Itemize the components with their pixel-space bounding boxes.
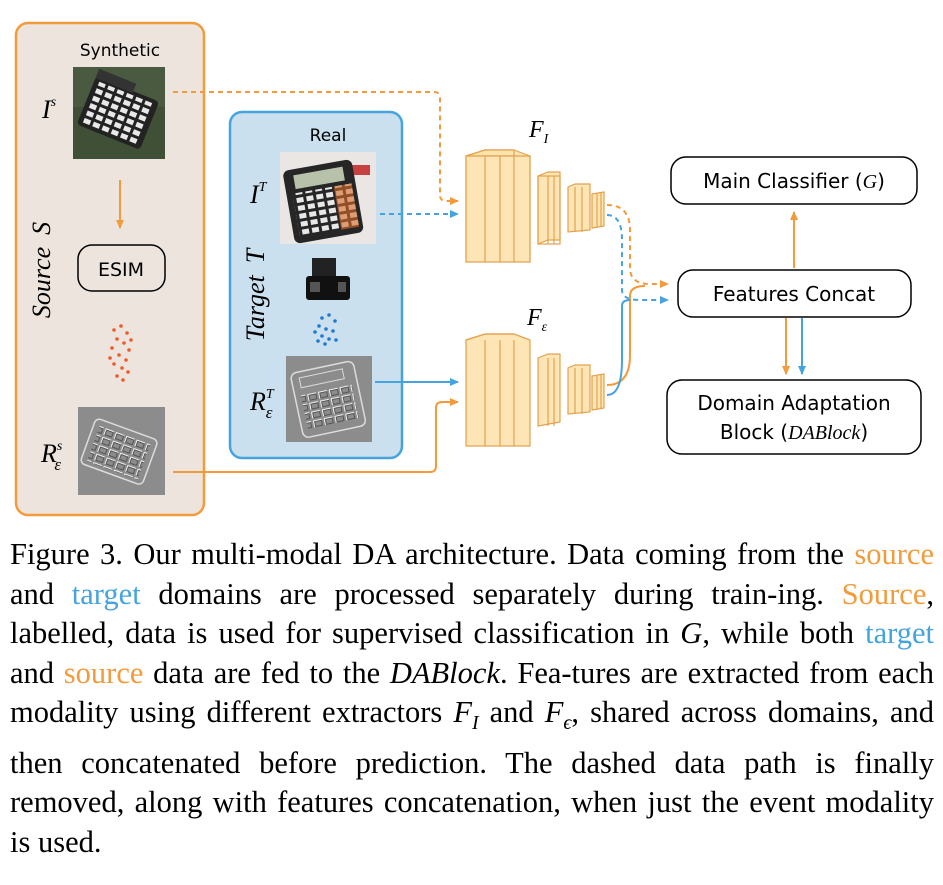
fi-label: FI (528, 117, 550, 147)
architecture-diagram: Synthetic SourceS Is ESIM (14, 21, 922, 517)
caption-text: data are fed to the (143, 655, 390, 690)
features-concat-label: Features Concat (713, 282, 875, 306)
caption-target-word: target (865, 616, 934, 650)
event-edge-image-real (286, 356, 372, 442)
caption-g-symbol: G (680, 616, 703, 650)
target-panel: Real TargetT IT (228, 110, 404, 460)
fe-out-blue (606, 299, 631, 396)
caption-source-word: source (63, 655, 144, 690)
target-title: TargetT (241, 247, 270, 341)
calculator-real-image (280, 152, 376, 244)
dablock-label-line2: Block (DABlock) (720, 420, 868, 444)
main-classifier-label: Main Classifier (G) (703, 169, 885, 193)
caption-text: , labelled, data is used for supervised … (10, 576, 934, 651)
esim-block: ESIM (77, 244, 166, 292)
caption-fig-label: Figure 3. (10, 537, 123, 571)
target-header: Real (310, 126, 347, 146)
source-title: SourceS (27, 222, 56, 318)
caption-source-word: Source (841, 576, 927, 611)
caption-fi-symbol: FI (453, 695, 479, 735)
caption-text: and (10, 576, 72, 611)
caption-target-word: target (71, 576, 141, 611)
feature-extractor-fe (465, 333, 605, 447)
fi-out-orange-dashed (606, 204, 669, 288)
fe-label: Fε (526, 305, 548, 335)
caption-text: . Fea-tures are extracted from each moda… (10, 655, 934, 730)
target-image-label: IT (249, 180, 268, 209)
caption-text: , while both (702, 616, 866, 650)
caption-text: and (10, 655, 64, 690)
caption-text: Our multi-modal DA architecture. Data co… (122, 537, 855, 571)
caption-text: domains are processed separately during … (140, 576, 842, 611)
feature-extractor-fi (465, 149, 605, 263)
fi-out-blue-dashed (606, 214, 669, 304)
esim-label: ESIM (98, 259, 144, 281)
source-header: Synthetic (80, 41, 160, 61)
data-paths (173, 91, 806, 473)
caption-source-word: source (854, 537, 934, 571)
source-panel: Synthetic SourceS Is ESIM (14, 21, 206, 517)
dablock-block: Domain Adaptation Block (DABlock) (666, 379, 922, 455)
event-edge-image-synthetic (78, 407, 165, 495)
caption-fe-symbol: Fϵ (544, 695, 572, 735)
calculator-synthetic-image (73, 67, 165, 159)
features-concat-block: Features Concat (677, 269, 912, 318)
caption-text: , shared across domains, and then concat… (10, 695, 934, 859)
caption-dablock-symbol: DABlock (389, 655, 500, 690)
event-camera-icon (306, 258, 350, 300)
main-classifier-block: Main Classifier (G) (670, 156, 918, 205)
target-event-dots-icon (313, 313, 338, 346)
dablock-label-line1: Domain Adaptation (697, 391, 890, 415)
figure-caption: Figure 3. Our multi-modal DA architectur… (10, 535, 934, 862)
source-image-label: Is (41, 95, 57, 124)
source-event-path (173, 398, 459, 473)
source-image-dashed-path (173, 91, 459, 205)
source-event-dots-icon (108, 324, 133, 382)
caption-text: and (478, 695, 545, 729)
